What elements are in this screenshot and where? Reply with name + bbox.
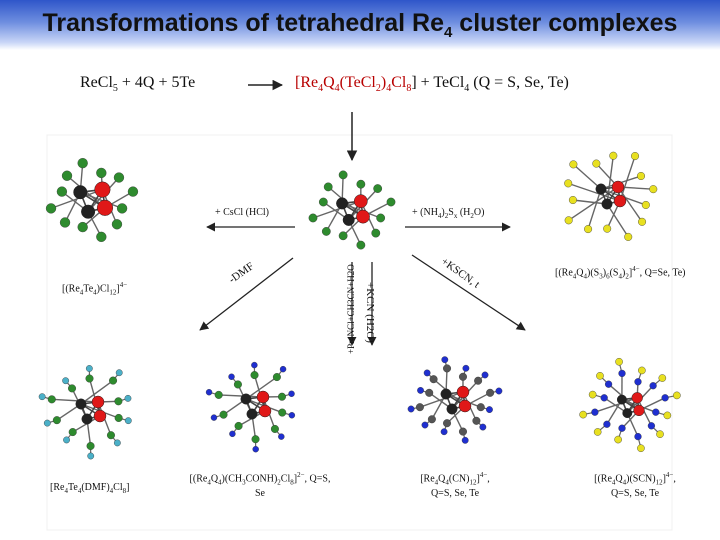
reagent-pr4ncl: +Pr4NCl+CH3CN+H2O bbox=[346, 264, 356, 354]
equation-product: [Re4Q4(TeCl2)4Cl8] + TeCl4 (Q = S, Se, T… bbox=[295, 74, 569, 95]
title-text-end: cluster complexes bbox=[452, 9, 678, 37]
page-title: Transformations of tetrahedral Re4 clust… bbox=[0, 9, 720, 41]
molecule-cyanide-cluster bbox=[407, 356, 503, 444]
equation-reactants: ReCl5 + 4Q + 5Te bbox=[80, 74, 196, 95]
reagent-polysulfide: + (NH4)2Sx (H2O) bbox=[412, 207, 485, 220]
reagent-kcn: +KCN (H2O) bbox=[364, 282, 376, 343]
title-text: Transformations of tetrahedral Re bbox=[42, 9, 444, 37]
molecule-thiocyanate-cluster bbox=[579, 357, 681, 453]
arrow-thiocyanate bbox=[411, 254, 526, 331]
molecule-te-chloride-cluster bbox=[45, 158, 139, 242]
molecule-amide-cluster bbox=[205, 361, 296, 453]
molecule-dmf-cluster bbox=[38, 365, 132, 460]
caption-amide-complex: [(Re4Q4)(CH3CONH)2Cl8]2−, Q=S,Se bbox=[189, 471, 331, 500]
reagent-cscl: + CsCl (HCl) bbox=[215, 207, 269, 218]
caption-polysulfide-complex: [(Re4Q4)(S3)6(S4)2]4−, Q=Se, Te) bbox=[555, 265, 686, 281]
caption-thiocyanate-complex: [(Re4Q4)(SCN)12]4−,Q=S, Se, Te bbox=[594, 471, 676, 500]
title-subscript: 4 bbox=[444, 24, 453, 41]
molecule-central-cluster bbox=[308, 170, 396, 250]
arrow-dmf bbox=[199, 257, 294, 331]
caption-cyanide-complex: [Re4Q4(CN)12]4−,Q=S, Se, Te bbox=[420, 471, 490, 500]
title-bar bbox=[0, 0, 720, 50]
caption-dmf-complex: [Re4Te4(DMF)4Cl8] bbox=[50, 482, 130, 495]
caption-re4te4-cl12: [(Re4Te4)Cl12]4− bbox=[62, 281, 128, 297]
molecule-polysulfide-cluster bbox=[564, 151, 658, 241]
